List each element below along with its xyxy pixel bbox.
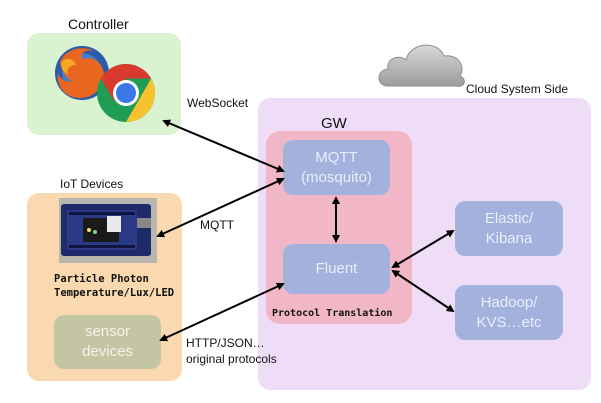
fluent-elastic-arrow bbox=[391, 229, 455, 269]
protocol-translation-caption: Protocol Translation bbox=[272, 308, 393, 319]
fluent-label: Fluent bbox=[315, 260, 358, 277]
hadoop-label-line2: KVS…etc bbox=[476, 313, 542, 331]
iot-devices-title: IoT Devices bbox=[60, 177, 124, 191]
photon-caption-line1: Particle Photon bbox=[54, 273, 149, 285]
sensor-label-line1: sensor bbox=[84, 323, 130, 340]
http-sensor-arrow bbox=[159, 282, 285, 342]
chrome-icon bbox=[97, 64, 155, 122]
elastic-kibana-node: Elastic/ Kibana bbox=[455, 201, 563, 256]
sensor-devices-node: sensor devices bbox=[54, 315, 161, 369]
controller-title: Controller bbox=[68, 16, 129, 32]
mqtt-broker-node: MQTT (mosquito) bbox=[283, 140, 390, 195]
mqtt-label-line1: MQTT bbox=[315, 148, 358, 166]
websocket-edge-label: WebSocket bbox=[187, 96, 249, 110]
mqtt-device-arrow bbox=[156, 177, 285, 238]
photon-caption-line2: Temperature/Lux/LED bbox=[54, 287, 175, 299]
hadoop-kvs-node: Hadoop/ KVS…etc bbox=[455, 285, 563, 340]
cloud-icon bbox=[378, 44, 465, 87]
firefox-icon bbox=[55, 46, 109, 100]
fluent-node: Fluent bbox=[283, 244, 390, 294]
websocket-arrow bbox=[162, 119, 285, 173]
elastic-label-line1: Elastic/ bbox=[484, 209, 534, 227]
gw-title: GW bbox=[321, 115, 347, 132]
sensor-label-line2: devices bbox=[82, 343, 133, 360]
fluent-hadoop-arrow bbox=[391, 269, 455, 313]
particle-photon-board-photo bbox=[59, 198, 157, 263]
hadoop-label-line1: Hadoop/ bbox=[480, 293, 538, 311]
cloud-system-title: Cloud System Side bbox=[466, 82, 569, 96]
mqtt-label-line2: (mosquito) bbox=[301, 168, 372, 186]
http-edge-label-line2: original protocols bbox=[186, 352, 277, 366]
elastic-label-line2: Kibana bbox=[485, 229, 533, 247]
